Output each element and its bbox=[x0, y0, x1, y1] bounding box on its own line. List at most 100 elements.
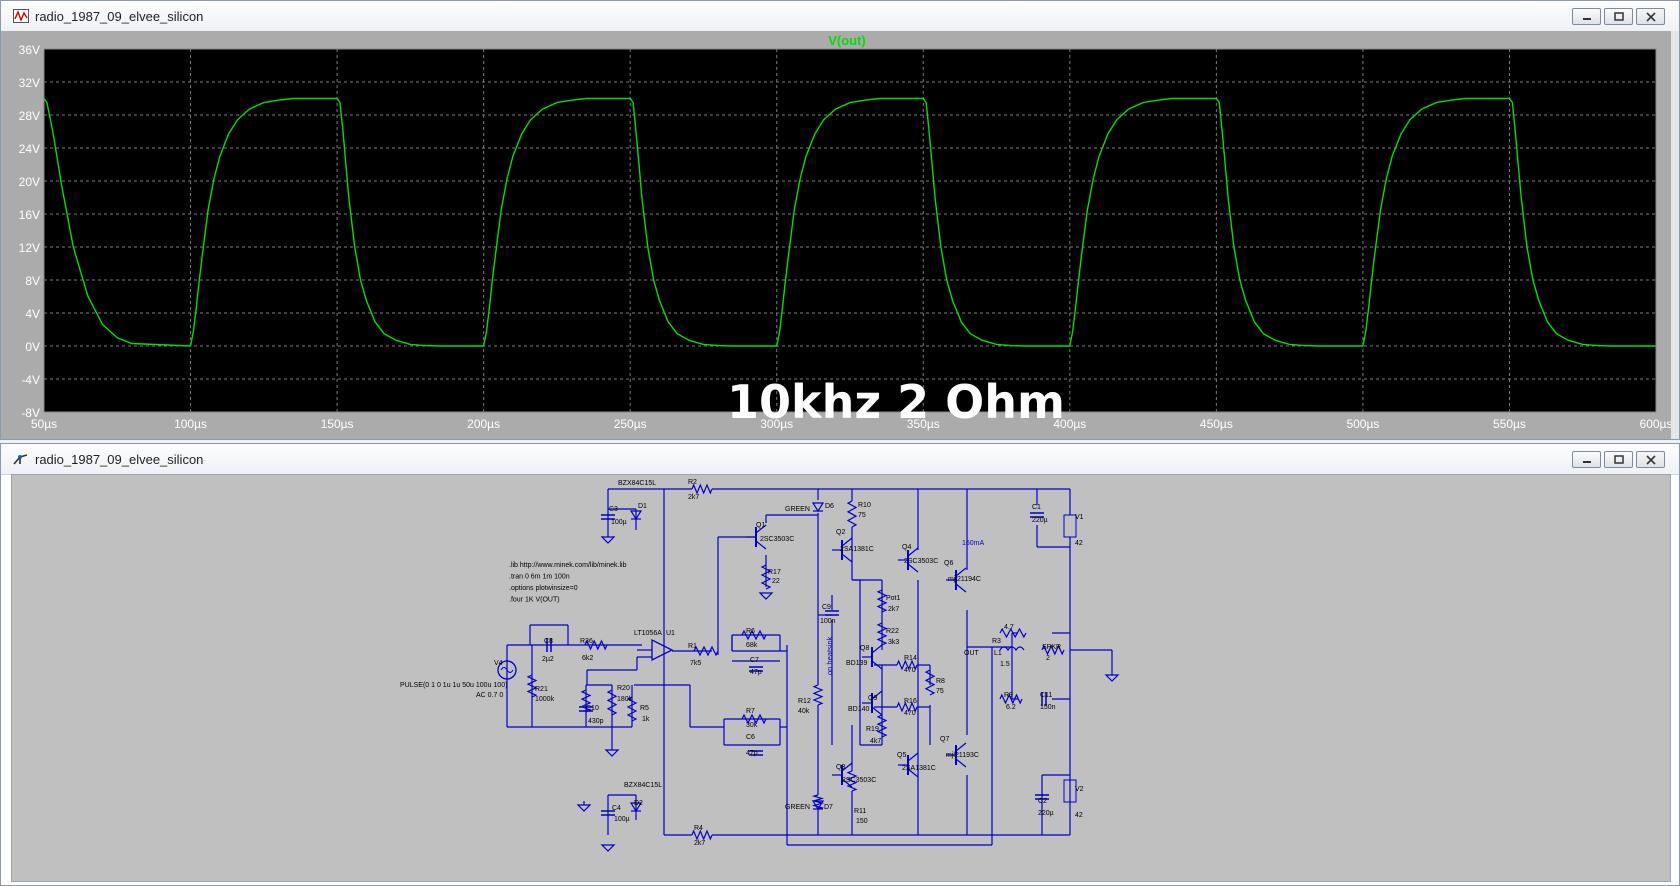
ground-icon bbox=[758, 592, 774, 600]
diode-symbol[interactable] bbox=[629, 802, 643, 813]
restore-icon bbox=[1614, 12, 1624, 21]
resistor-symbol[interactable] bbox=[876, 714, 888, 738]
transistor-symbol[interactable] bbox=[841, 778, 853, 788]
resistor-symbol[interactable] bbox=[999, 627, 1027, 639]
schematic-titlebar[interactable]: radio_1987_09_elvee_silicon bbox=[1, 444, 1679, 475]
transistor-symbol[interactable] bbox=[871, 660, 883, 670]
resistor-symbol[interactable] bbox=[626, 696, 638, 722]
maximize-button[interactable] bbox=[1604, 8, 1633, 25]
component-label: Q2 bbox=[836, 529, 845, 536]
transistor-symbol[interactable] bbox=[871, 706, 883, 716]
y-tick-label: 8V bbox=[25, 274, 40, 288]
battery-symbol[interactable] bbox=[1063, 514, 1077, 538]
schematic-maximize-button[interactable] bbox=[1604, 451, 1633, 468]
schematic-minimize-button[interactable] bbox=[1572, 451, 1601, 468]
transistor-symbol[interactable] bbox=[755, 540, 767, 550]
trace-series[interactable] bbox=[43, 97, 1656, 347]
transistor-symbol[interactable] bbox=[755, 524, 767, 534]
transistor-symbol[interactable] bbox=[955, 567, 967, 577]
source-spec-text: AC 0.7 0 bbox=[476, 692, 503, 699]
resistor-symbol[interactable] bbox=[846, 500, 858, 528]
resistor-symbol[interactable] bbox=[691, 829, 713, 841]
component-label: L1 bbox=[994, 650, 1002, 657]
resistor-symbol[interactable] bbox=[741, 713, 767, 725]
voltage-source-symbol[interactable] bbox=[497, 660, 517, 680]
spice-directive[interactable]: .tran 0 6m 1m 100n bbox=[509, 574, 570, 581]
schematic-components[interactable] bbox=[497, 483, 1120, 852]
component-label: 7k5 bbox=[690, 660, 701, 667]
transistor-symbol[interactable] bbox=[907, 768, 919, 778]
close-icon bbox=[1646, 455, 1656, 465]
transistor-symbol[interactable] bbox=[907, 547, 919, 557]
resistor-symbol[interactable] bbox=[760, 564, 772, 590]
resistor-symbol[interactable] bbox=[811, 794, 825, 810]
component-label: 2µ2 bbox=[542, 656, 554, 663]
component-label: 22 bbox=[772, 578, 780, 585]
component-label: Q3 bbox=[836, 764, 845, 771]
transistor-symbol[interactable] bbox=[955, 583, 967, 593]
component-label: V1 bbox=[1075, 514, 1084, 521]
waveform-chart[interactable]: V(out) 36V32V28V24V20V16V12V8V4V0V-4V-8V… bbox=[1, 31, 1679, 439]
close-button[interactable] bbox=[1636, 8, 1665, 25]
resistor-symbol[interactable] bbox=[896, 659, 918, 671]
resistor-symbol[interactable] bbox=[999, 693, 1023, 705]
transistor-symbol[interactable] bbox=[907, 563, 919, 573]
opamp-symbol[interactable] bbox=[651, 638, 674, 662]
resistor-symbol[interactable] bbox=[693, 645, 719, 657]
component-label: 75 bbox=[858, 512, 866, 519]
resistor-symbol[interactable] bbox=[584, 639, 608, 651]
battery-symbol[interactable] bbox=[1063, 779, 1077, 803]
transistor-symbol[interactable] bbox=[907, 752, 919, 762]
resistor-symbol[interactable] bbox=[846, 770, 858, 792]
transistor-symbol[interactable] bbox=[871, 644, 883, 654]
component-label: on heatsink bbox=[825, 636, 834, 675]
spice-directive[interactable]: .four 1K V(OUT) bbox=[509, 597, 560, 604]
y-tick-label: -8V bbox=[21, 406, 40, 420]
schematic-close-button[interactable] bbox=[1636, 451, 1665, 468]
spice-directive[interactable]: .lib http://www.minek.com/lib/minek.lib bbox=[509, 562, 627, 569]
component-label: 2SA1381C bbox=[840, 546, 874, 553]
resistor-symbol[interactable] bbox=[606, 689, 618, 716]
schematic-app-icon bbox=[13, 454, 28, 465]
resistor-symbol[interactable] bbox=[876, 589, 888, 613]
spice-directive[interactable]: .options plotwinsize=0 bbox=[509, 585, 578, 592]
y-tick-label: 24V bbox=[19, 142, 40, 156]
ground-icon bbox=[1104, 674, 1120, 682]
transistor-symbol[interactable] bbox=[841, 762, 853, 772]
resistor-symbol[interactable] bbox=[812, 684, 824, 706]
transistor-symbol[interactable] bbox=[955, 742, 967, 752]
transistor-symbol[interactable] bbox=[871, 690, 883, 700]
resistor-symbol[interactable] bbox=[580, 689, 592, 713]
resistor-symbol[interactable] bbox=[741, 629, 767, 641]
component-label: 30k bbox=[746, 722, 758, 729]
diode-symbol[interactable] bbox=[811, 800, 825, 811]
plot-titlebar[interactable]: radio_1987_09_elvee_silicon bbox=[1, 1, 1679, 32]
ground-icon bbox=[600, 536, 616, 544]
transistor-symbol[interactable] bbox=[955, 758, 967, 768]
inductor-symbol[interactable] bbox=[999, 646, 1025, 652]
resistor-symbol[interactable] bbox=[924, 669, 936, 696]
resistor-symbol[interactable] bbox=[1041, 644, 1065, 656]
component-label: 2SC3503C bbox=[904, 558, 938, 565]
resistor-symbol[interactable] bbox=[526, 674, 538, 698]
component-label: 160mA bbox=[962, 540, 985, 547]
x-tick-label: 600µs bbox=[1640, 417, 1673, 431]
minimize-button[interactable] bbox=[1572, 8, 1601, 25]
y-tick-label: 4V bbox=[25, 307, 40, 321]
transistor-symbol[interactable] bbox=[841, 537, 853, 547]
component-label: 2SC3503C bbox=[760, 536, 794, 543]
series-line-vout[interactable] bbox=[43, 97, 1656, 347]
diode-symbol[interactable] bbox=[629, 510, 643, 521]
resistor-symbol[interactable] bbox=[876, 622, 888, 646]
resistor-symbol[interactable] bbox=[691, 483, 713, 495]
diode-symbol[interactable] bbox=[811, 502, 825, 513]
resistor-symbol[interactable] bbox=[896, 701, 918, 713]
y-tick-label: 20V bbox=[19, 175, 40, 189]
trace-title[interactable]: V(out) bbox=[828, 33, 866, 48]
transistor-symbol[interactable] bbox=[841, 553, 853, 563]
